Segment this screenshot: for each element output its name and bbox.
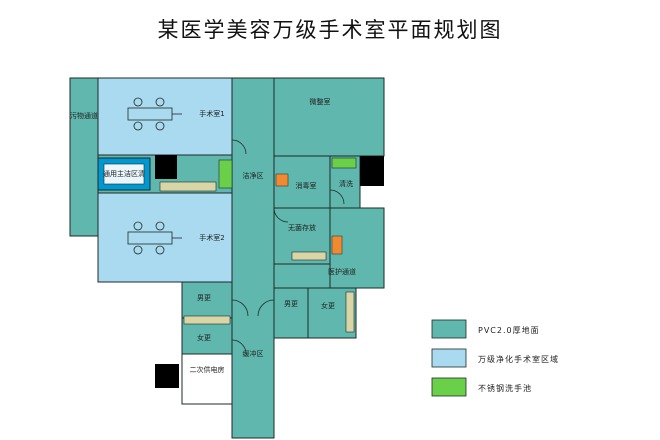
- cabinet-3: [183, 315, 231, 325]
- legend-swatch-clean: [431, 348, 467, 368]
- label-control: 通用主洁区清: [103, 169, 145, 178]
- label-change-left-2: 女更: [197, 333, 211, 342]
- or1-area: [97, 77, 233, 156]
- column-1: [155, 155, 177, 179]
- sink-1: [218, 159, 233, 189]
- operating-table-1: [127, 97, 182, 131]
- legend-label-sink: 不锈钢洗手池: [478, 383, 532, 393]
- fixture-orange-2: [331, 235, 343, 255]
- column-2: [360, 156, 384, 186]
- label-or2: 手术室2: [199, 233, 224, 242]
- or2-area: [97, 192, 233, 283]
- label-disinfect: 消毒室: [296, 181, 317, 190]
- label-clean-zone: 洁净区: [243, 171, 264, 180]
- right-lower-area: [273, 263, 331, 289]
- legend-label-clean: 万级净化手术室区域: [478, 354, 559, 364]
- label-power-room: 二次供电房: [190, 365, 225, 374]
- label-female-change: 女更: [321, 301, 335, 310]
- page-title: 某医学美容万级手术室平面规划图: [157, 18, 503, 42]
- label-medical-corridor: 医护通道: [328, 267, 356, 276]
- legend-swatch-pvc: [431, 319, 467, 339]
- fixture-orange-1: [275, 173, 289, 187]
- door-swings: [231, 139, 345, 355]
- male-change-area: [273, 287, 309, 339]
- cabinet-2: [291, 251, 327, 261]
- control-box-inner: [103, 163, 145, 185]
- legend-swatch-sink: [431, 377, 467, 397]
- label-change-left: 男更: [197, 294, 211, 302]
- floor-areas: [69, 77, 385, 439]
- label-micro: 微整室: [310, 97, 331, 106]
- operating-table-2: [127, 221, 182, 255]
- center-corridor-area: [231, 77, 275, 439]
- legend-label-pvc: PVC2.0厚地面: [478, 325, 540, 335]
- cabinet-4: [345, 291, 355, 333]
- cabinet-1: [159, 181, 217, 192]
- label-sterile: 无菌存放: [288, 223, 316, 232]
- label-dirty-corridor: 污物通道: [70, 111, 98, 120]
- sink-2: [331, 157, 357, 169]
- power-room-area: [181, 353, 233, 405]
- label-or1: 手术室1: [199, 109, 224, 118]
- micro-room-area: [273, 77, 385, 157]
- label-male-change: 男更: [284, 300, 298, 308]
- dirty-corridor-area: [69, 77, 99, 237]
- label-buffer: 缓冲区: [243, 349, 264, 358]
- label-wash: 清洗: [339, 179, 353, 188]
- legend: PVC2.0厚地面 万级净化手术室区域 不锈钢洗手池: [431, 319, 559, 397]
- column-3: [155, 364, 179, 388]
